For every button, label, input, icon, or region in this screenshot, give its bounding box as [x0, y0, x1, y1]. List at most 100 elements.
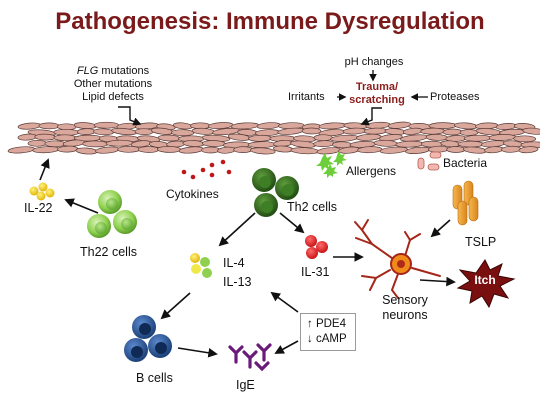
skin-cell	[105, 139, 134, 147]
skin-cell	[318, 122, 347, 130]
arrow-trauma-to-skin	[360, 107, 382, 126]
skin-cell	[178, 146, 204, 154]
skin-cell	[442, 128, 463, 136]
skin-cell	[316, 147, 341, 155]
skin-cell	[73, 122, 97, 130]
skin-cell	[313, 134, 333, 142]
camp-label: ↓ cAMP	[307, 333, 347, 345]
arrow-th22-to-il22	[64, 198, 99, 214]
cytokines-label: Cytokines	[166, 187, 219, 201]
skin-cell	[27, 139, 48, 147]
sensory-neurons-label: Sensory neurons	[375, 293, 435, 323]
skin-cell	[313, 140, 335, 148]
sensory-neuron	[354, 219, 441, 299]
skin-cell	[7, 146, 35, 154]
skin-cell	[373, 139, 399, 147]
skin-cell	[428, 122, 457, 129]
skin-cell	[82, 140, 109, 148]
trauma-label-line1: Trauma/	[355, 81, 399, 93]
skin-cell	[233, 146, 253, 153]
skin-cell	[32, 146, 60, 154]
skin-cell	[459, 129, 479, 136]
skin-barrier-layer	[7, 121, 540, 155]
arrow-mutations-to-skin	[118, 106, 142, 126]
skin-cell	[355, 133, 382, 141]
skin-cell	[17, 133, 38, 141]
skin-cell	[17, 122, 42, 130]
skin-cell	[137, 146, 160, 153]
skin-cell	[342, 127, 367, 135]
skin-cell	[34, 133, 57, 141]
pde4-label: ↑ PDE4	[307, 318, 346, 330]
skin-cell	[457, 140, 484, 148]
th2-cells	[252, 168, 299, 217]
arrow-neuron-to-itch	[419, 276, 456, 287]
arrow-bcells-to-ige	[177, 347, 218, 358]
diagram-title: Pathogenesis: Immune Dysregulation	[55, 8, 485, 35]
skin-cell	[446, 146, 466, 153]
arrow-il22-to-skin	[39, 158, 50, 181]
skin-cell	[387, 121, 412, 129]
flg-gene-label: FLG	[76, 65, 99, 77]
skin-cell	[290, 147, 320, 155]
skin-cell	[518, 146, 539, 154]
skin-cell	[248, 134, 273, 142]
irritants-label: Irritants	[288, 91, 325, 103]
th22-cells-label: Th22 cells	[80, 245, 137, 259]
skin-cell	[93, 121, 120, 129]
sensory-label-line1: Sensory	[382, 293, 428, 307]
skin-cell	[425, 134, 449, 141]
skin-cell	[38, 122, 60, 130]
skin-cell	[402, 127, 423, 135]
arrow-pde4-to-ige	[274, 340, 299, 354]
skin-cell	[462, 146, 487, 154]
arrow-tslp-to-neuron	[430, 219, 451, 238]
skin-cell	[513, 135, 537, 143]
allergens-label: Allergens	[346, 164, 397, 178]
other-mutations-label: Other mutations	[73, 78, 153, 90]
il31-label: IL-31	[301, 265, 330, 279]
skin-cell	[463, 134, 492, 142]
skin-cell	[44, 140, 66, 148]
il31-dots	[305, 235, 328, 259]
ige-antibodies	[228, 343, 272, 372]
skin-cell	[201, 140, 226, 147]
skin-cell	[134, 128, 154, 136]
skin-cell	[363, 127, 388, 135]
skin-cell	[247, 141, 276, 148]
ige-label: IgE	[236, 378, 255, 392]
skin-cell	[488, 134, 516, 141]
proteases-label: Proteases	[430, 91, 480, 103]
th22-cells	[87, 190, 137, 238]
flg-mutations-label: FLG mutations	[58, 65, 168, 78]
allergen-icons	[316, 151, 347, 178]
skin-cell	[171, 129, 195, 137]
il4-il13-dots	[190, 253, 212, 278]
skin-cell	[522, 127, 540, 135]
il4-label: IL-4	[223, 256, 245, 270]
ph-changes-label: pH changes	[344, 56, 404, 68]
tslp-label: TSLP	[465, 235, 497, 249]
skin-cell	[501, 145, 522, 153]
th2-cells-label: Th2 cells	[287, 200, 338, 214]
arrow-il4-to-bcells	[160, 292, 191, 320]
skin-cell	[172, 122, 193, 130]
itch-label: Itch	[474, 273, 496, 287]
left-causes: FLG mutations Other mutations Lipid defe…	[58, 65, 168, 104]
lipid-defects-label: Lipid defects	[82, 91, 144, 103]
skin-cell	[117, 145, 141, 153]
il22-label: IL-22	[24, 201, 53, 215]
trauma-scratching-label: Trauma/ scratching	[342, 81, 412, 107]
skin-cell	[76, 128, 96, 135]
skin-cell	[273, 145, 294, 153]
skin-cell	[301, 127, 322, 135]
itch-burst	[456, 259, 516, 309]
trauma-label-line2: scratching	[349, 94, 405, 106]
sensory-label-line2: neurons	[382, 308, 428, 322]
bacteria-label: Bacteria	[443, 156, 488, 170]
skin-cell	[256, 122, 281, 130]
skin-cell	[427, 145, 450, 153]
arrow-th2-to-il4	[218, 212, 256, 247]
b-cells	[124, 315, 172, 362]
